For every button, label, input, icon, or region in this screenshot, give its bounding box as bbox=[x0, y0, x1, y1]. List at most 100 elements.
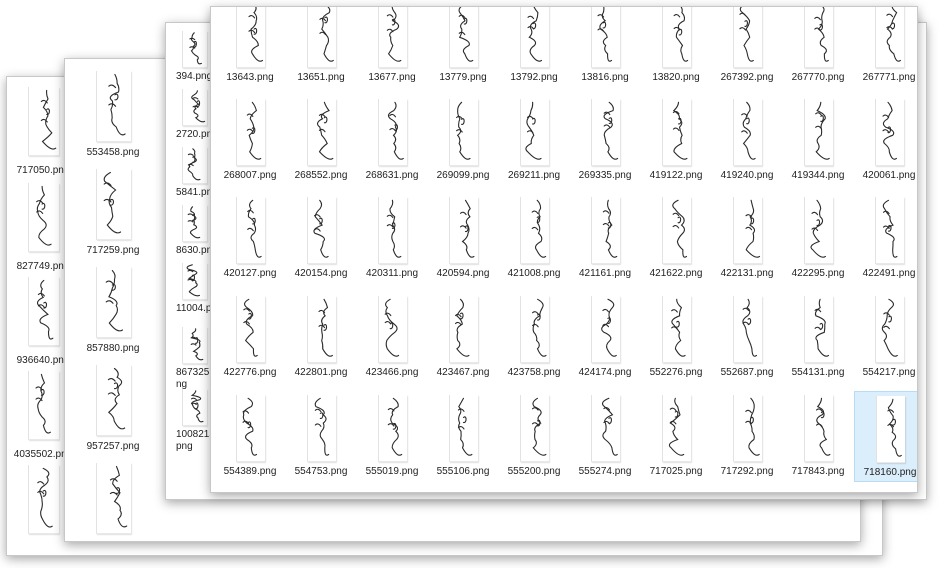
file-item[interactable]: 553458.png bbox=[73, 67, 153, 161]
file-item[interactable]: 421622.png bbox=[641, 193, 711, 282]
image-thumbnail bbox=[28, 183, 59, 252]
file-item[interactable]: 421008.png bbox=[499, 193, 569, 282]
image-thumbnail bbox=[662, 395, 691, 462]
file-item[interactable]: 420061.png bbox=[854, 95, 917, 184]
file-item[interactable]: 11004.png bbox=[170, 259, 223, 315]
file-item[interactable]: 717050.png bbox=[11, 83, 75, 179]
file-name-label: 555106.png bbox=[436, 466, 490, 477]
image-thumbnail bbox=[662, 7, 691, 68]
file-item[interactable]: 267770.png bbox=[783, 7, 853, 86]
file-item[interactable]: 269335.png bbox=[570, 95, 640, 184]
file-item[interactable]: 419240.png bbox=[712, 95, 782, 184]
file-item[interactable]: 717259.png bbox=[73, 165, 153, 259]
glyph-image bbox=[187, 206, 201, 239]
file-item[interactable]: 268552.png bbox=[286, 95, 356, 184]
file-item[interactable]: 267771.png bbox=[854, 7, 917, 86]
file-item[interactable]: 717025.png bbox=[641, 391, 711, 480]
glyph-image bbox=[109, 465, 128, 528]
file-item[interactable]: 13779.png bbox=[428, 7, 498, 86]
file-name-label: 423466.png bbox=[365, 367, 419, 378]
file-item[interactable]: 420311.png bbox=[357, 193, 427, 282]
glyph-image bbox=[456, 101, 471, 160]
file-item[interactable]: 394.png bbox=[170, 27, 212, 83]
file-name-label: 11004.png bbox=[176, 303, 223, 314]
file-name-label: 717843.png bbox=[791, 466, 845, 477]
glyph-image bbox=[36, 279, 54, 340]
file-name-label: 13816.png bbox=[581, 72, 629, 83]
file-item[interactable]: 421161.png bbox=[570, 193, 640, 282]
file-item[interactable]: 424174.png bbox=[570, 292, 640, 381]
glyph-image bbox=[35, 373, 51, 434]
image-thumbnail bbox=[591, 99, 620, 166]
file-item[interactable]: 554131.png bbox=[783, 292, 853, 381]
image-thumbnail bbox=[591, 395, 620, 462]
image-thumbnail bbox=[182, 89, 207, 126]
file-item[interactable]: 13820.png bbox=[641, 7, 711, 86]
file-item[interactable]: 957257.png bbox=[73, 361, 153, 455]
glyph-image bbox=[671, 298, 686, 357]
file-item[interactable]: 419122.png bbox=[641, 95, 711, 184]
file-item[interactable]: 13643.png bbox=[215, 7, 285, 86]
file-item[interactable]: 267392.png bbox=[712, 7, 782, 86]
file-item[interactable]: 552687.png bbox=[712, 292, 782, 381]
file-item[interactable]: 555200.png bbox=[499, 391, 569, 480]
file-item[interactable]: 269211.png bbox=[499, 95, 569, 184]
file-item[interactable]: 857880.png bbox=[73, 263, 153, 357]
file-item[interactable]: 827749.png bbox=[11, 179, 75, 275]
file-item[interactable]: 423758.png bbox=[499, 292, 569, 381]
glyph-image bbox=[531, 199, 547, 258]
file-item[interactable]: 867325.png bbox=[170, 323, 218, 390]
file-item[interactable]: 555274.png bbox=[570, 391, 640, 480]
file-item[interactable]: 555106.png bbox=[428, 391, 498, 480]
file-name-label: 717050.png bbox=[16, 165, 70, 176]
file-item[interactable]: 420127.png bbox=[215, 193, 285, 282]
file-item[interactable]: 13677.png bbox=[357, 7, 427, 86]
glyph-image bbox=[191, 90, 206, 123]
glyph-image bbox=[458, 7, 474, 62]
glyph-image bbox=[525, 101, 542, 160]
file-item[interactable]: 13816.png bbox=[570, 7, 640, 86]
file-item[interactable]: 4035502.png bbox=[11, 367, 75, 463]
file-item[interactable]: 422491.png bbox=[854, 193, 917, 282]
glyph-image bbox=[317, 101, 334, 160]
file-item[interactable]: 1008213.png bbox=[170, 385, 218, 452]
file-item[interactable]: 268631.png bbox=[357, 95, 427, 184]
file-item[interactable]: 554753.png bbox=[286, 391, 356, 480]
file-item[interactable]: 268007.png bbox=[215, 95, 285, 184]
file-item[interactable]: 422295.png bbox=[783, 193, 853, 282]
file-item[interactable]: 13792.png bbox=[499, 7, 569, 86]
file-item[interactable]: 717292.png bbox=[712, 391, 782, 480]
file-item[interactable]: 2720.png bbox=[170, 85, 218, 141]
file-item[interactable]: 8630.png bbox=[170, 201, 218, 257]
file-item[interactable]: 423466.png bbox=[357, 292, 427, 381]
image-thumbnail bbox=[591, 197, 620, 264]
file-item[interactable]: 717843.png bbox=[783, 391, 853, 480]
glyph-image bbox=[601, 298, 617, 357]
file-item[interactable]: 269099.png bbox=[428, 95, 498, 184]
file-item[interactable] bbox=[11, 461, 75, 555]
file-name-label: 422801.png bbox=[294, 367, 348, 378]
file-item[interactable]: 420594.png bbox=[428, 193, 498, 282]
file-name-label: 420154.png bbox=[294, 268, 348, 279]
glyph-image bbox=[37, 467, 53, 528]
file-item[interactable]: 718160.png bbox=[854, 391, 917, 482]
file-item[interactable]: 420154.png bbox=[286, 193, 356, 282]
file-item[interactable]: 552276.png bbox=[641, 292, 711, 381]
file-item[interactable]: 554217.png bbox=[854, 292, 917, 381]
file-item[interactable]: 13651.png bbox=[286, 7, 356, 86]
file-item[interactable]: 555019.png bbox=[357, 391, 427, 480]
file-item[interactable]: 936640.png bbox=[11, 273, 75, 369]
image-thumbnail bbox=[804, 395, 833, 462]
image-thumbnail bbox=[378, 197, 407, 264]
file-item[interactable]: 419344.png bbox=[783, 95, 853, 184]
file-item[interactable]: 423467.png bbox=[428, 292, 498, 381]
file-item[interactable] bbox=[73, 459, 153, 541]
file-item[interactable]: 5841.png bbox=[170, 143, 218, 199]
file-item[interactable]: 422801.png bbox=[286, 292, 356, 381]
file-item[interactable]: 554389.png bbox=[215, 391, 285, 480]
image-thumbnail bbox=[591, 7, 620, 68]
file-item[interactable]: 422131.png bbox=[712, 193, 782, 282]
glyph-image bbox=[40, 89, 57, 150]
file-item[interactable]: 422776.png bbox=[215, 292, 285, 381]
